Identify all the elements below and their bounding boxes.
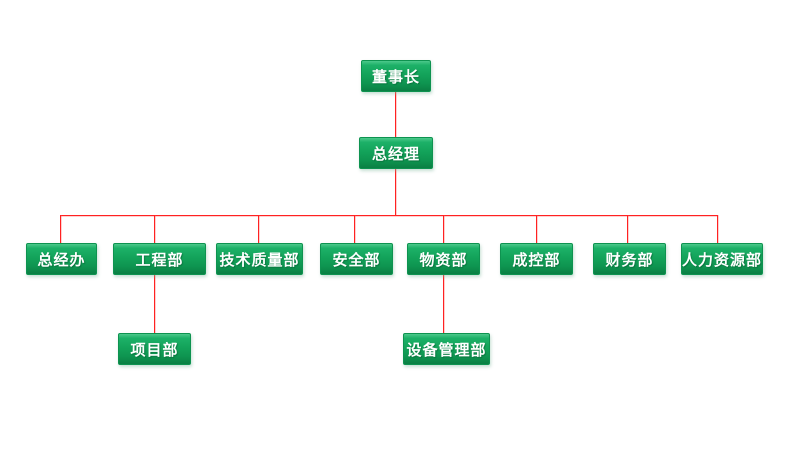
org-node-human-resources: 人力资源部 (681, 243, 763, 275)
connector-stub-safety (354, 215, 355, 243)
connector-stub-materials (443, 215, 444, 243)
org-node-materials: 物资部 (407, 243, 480, 275)
connector-stub-hr (717, 215, 718, 243)
connector-materials-equipment (443, 275, 444, 333)
connector-level3-bus (60, 215, 718, 216)
org-node-gm-office: 总经办 (26, 243, 97, 275)
connector-stub-gm-office (60, 215, 61, 243)
org-node-engineering: 工程部 (113, 243, 206, 275)
org-node-project: 项目部 (118, 333, 191, 365)
connector-stub-cost-control (536, 215, 537, 243)
connector-stub-finance (627, 215, 628, 243)
connector-engineering-project (154, 275, 155, 333)
org-node-finance: 财务部 (593, 243, 666, 275)
org-node-general-manager: 总经理 (359, 137, 433, 169)
connector-stub-engineering (154, 215, 155, 243)
connector-chairman-gm (395, 92, 396, 137)
org-node-tech-quality: 技术质量部 (216, 243, 303, 275)
org-node-cost-control: 成控部 (500, 243, 573, 275)
connector-stub-tech-quality (258, 215, 259, 243)
org-node-chairman: 董事长 (361, 60, 431, 92)
org-node-equipment-management: 设备管理部 (403, 333, 490, 365)
org-node-safety: 安全部 (320, 243, 393, 275)
connector-gm-trunk (395, 168, 396, 215)
